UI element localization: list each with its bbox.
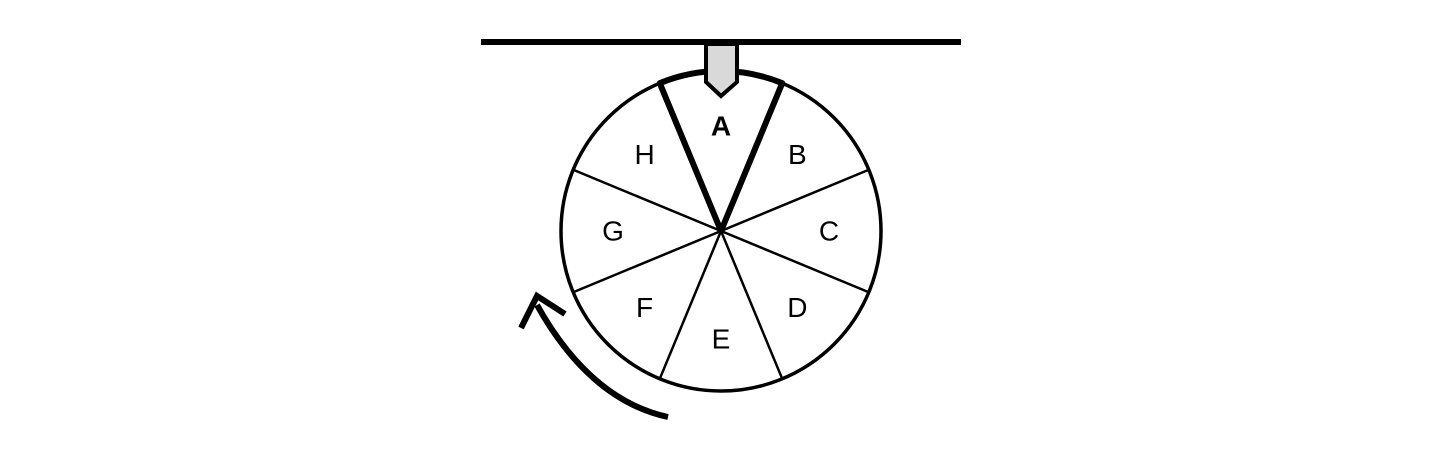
segment-label-h: H [634,139,654,170]
wheel-divider-line [572,229,722,294]
segment-label-c: C [819,216,839,247]
wheel-divider-line [720,229,870,294]
wheel-divider-line [572,168,722,233]
wheel-divider-line [658,230,723,380]
segment-label-e: E [712,324,731,355]
wheel-divider-line [719,230,784,380]
rotation-arrowhead-icon [518,291,567,330]
segment-labels: A B C D E F G H [602,111,839,355]
segment-label-b: B [788,139,807,170]
segment-label-a: A [711,111,731,142]
segment-label-g: G [602,216,624,247]
rotation-arrow-icon [534,303,669,420]
wheel-divider-line [720,168,870,233]
segment-label-d: D [787,292,807,323]
segment-label-f: F [636,292,653,323]
pointer-icon [704,42,739,99]
